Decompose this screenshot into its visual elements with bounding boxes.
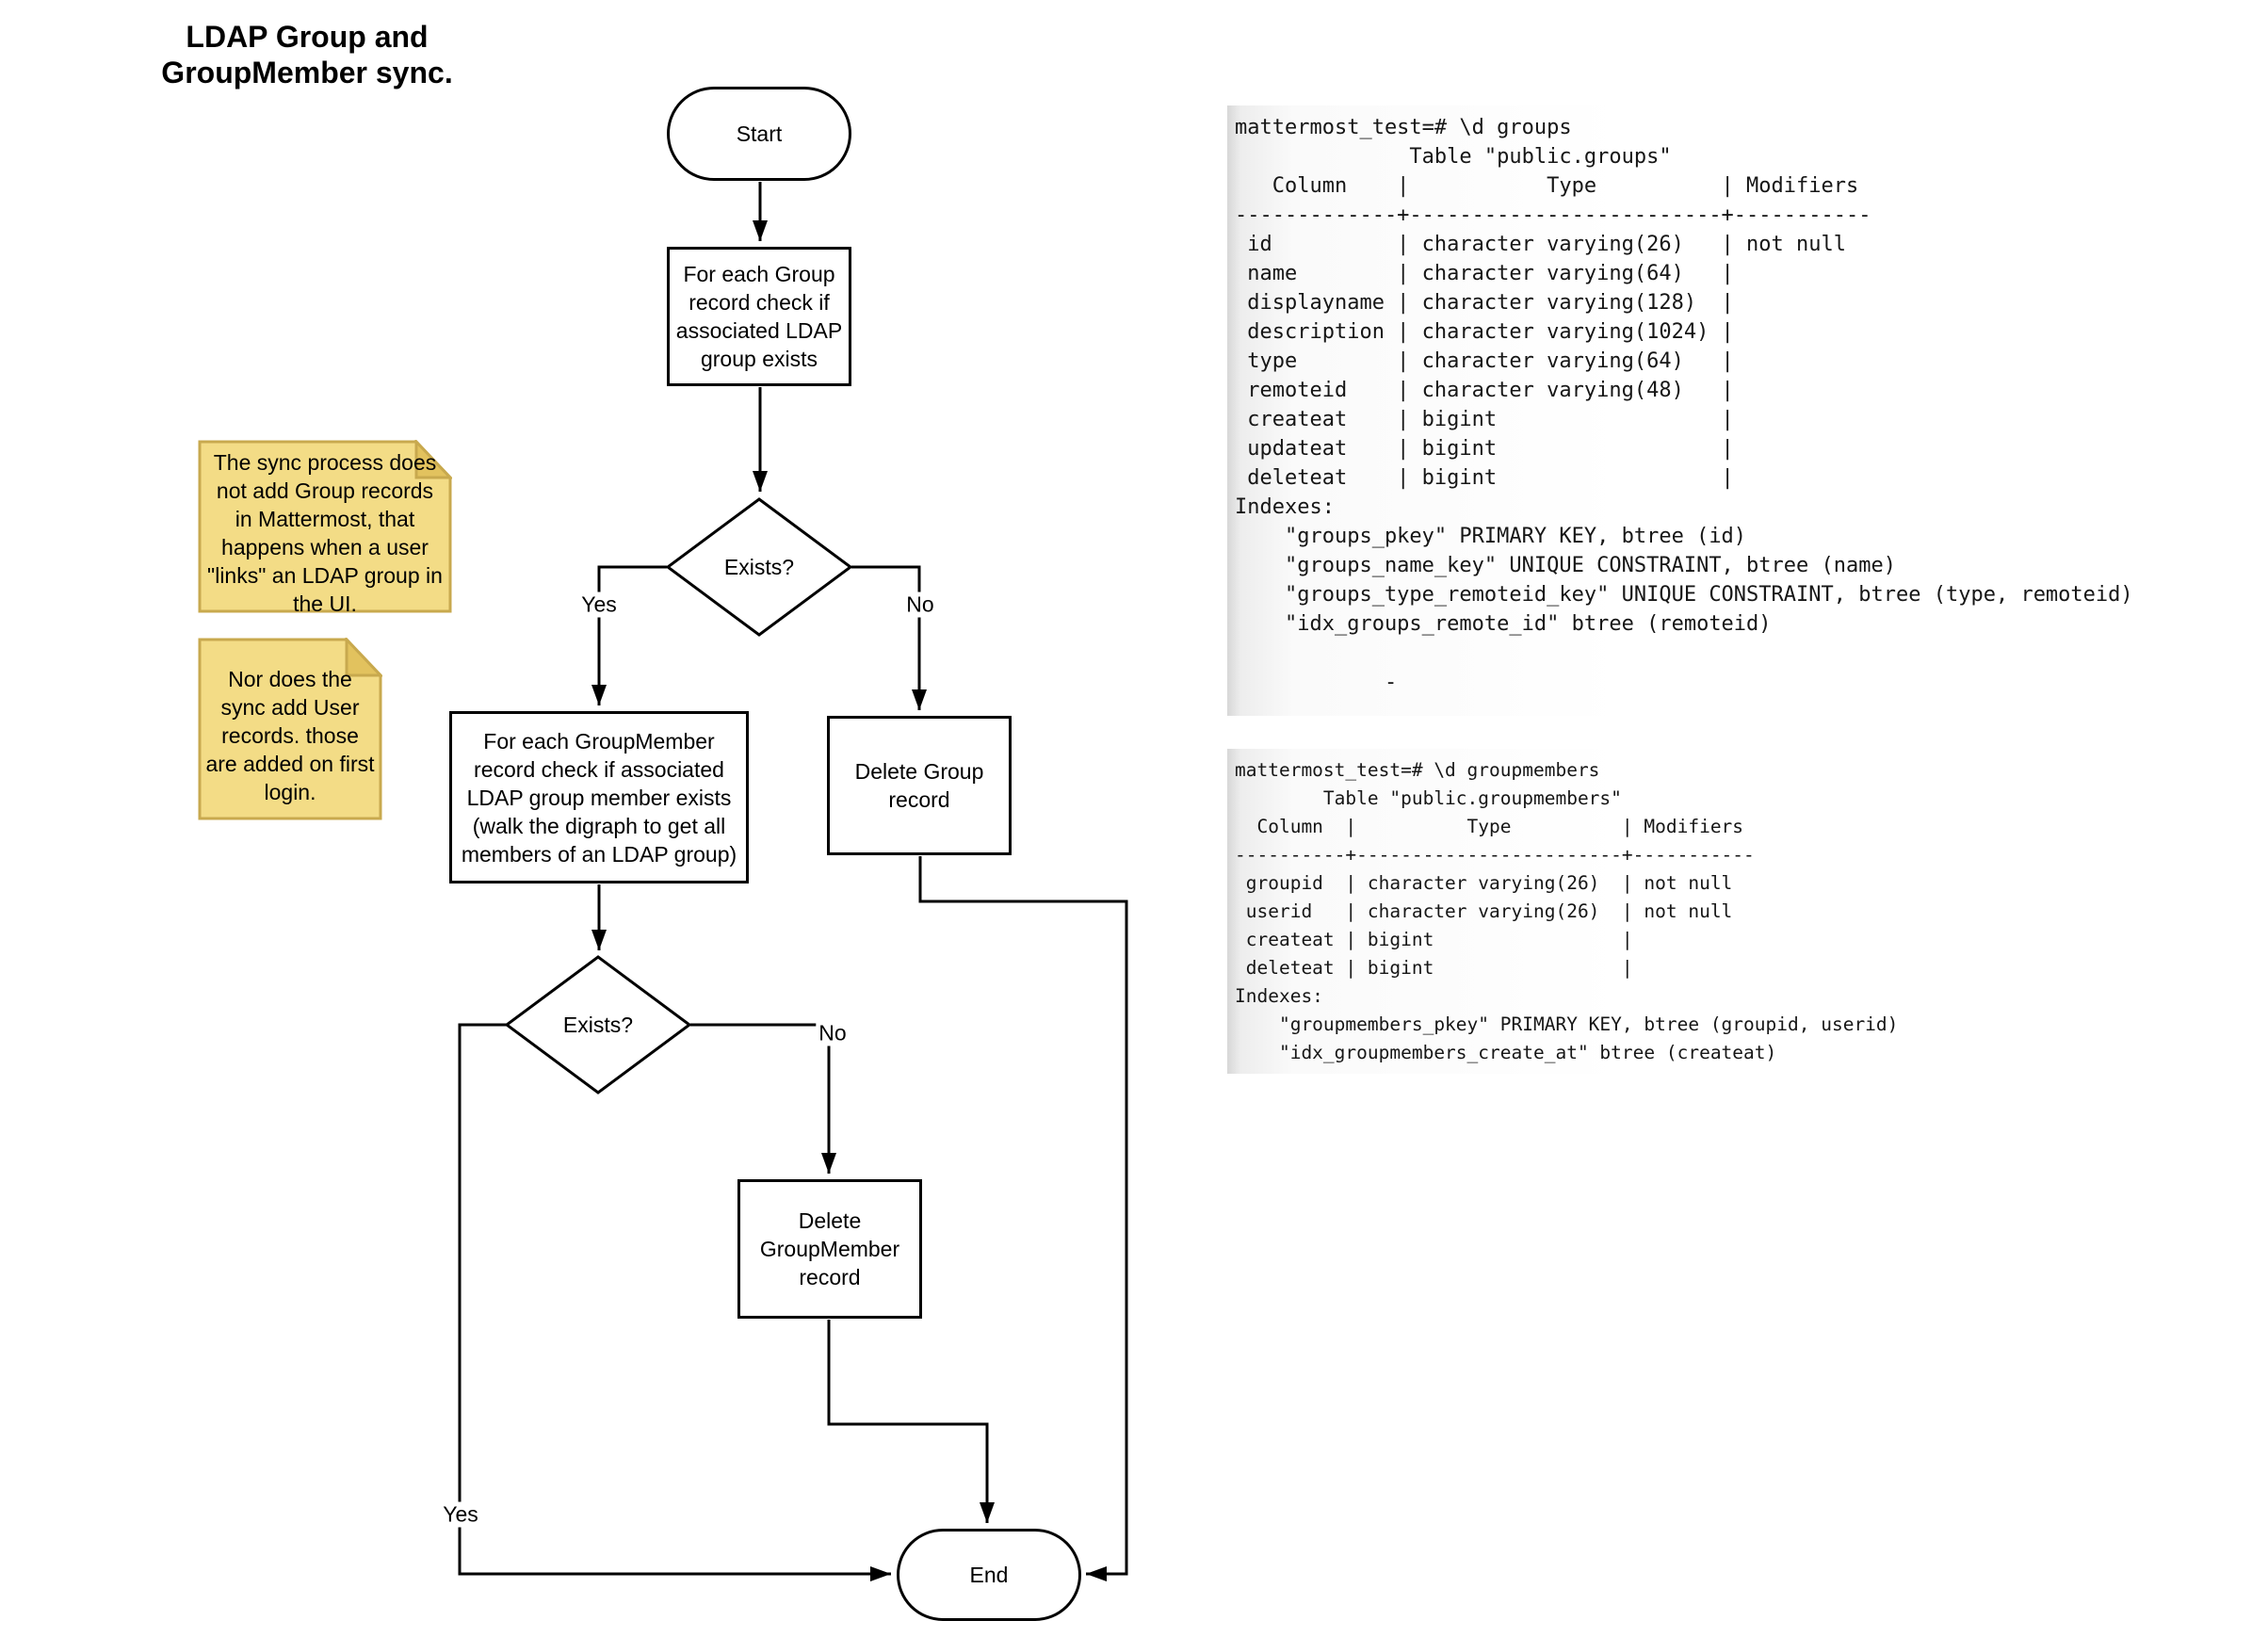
connector-decision2-no [690, 1023, 836, 1174]
decision-groupmember-exists: Exists? [504, 955, 692, 1094]
edge-label-yes-2: Yes [440, 1501, 481, 1528]
connector-decision2-yes-to-end [458, 1023, 891, 1581]
process-check-groupmember-label: For each GroupMember record check if ass… [461, 728, 737, 867]
connector-decision1-no [851, 565, 927, 710]
diamond-shape [665, 497, 853, 637]
decision-group-exists: Exists? [665, 497, 853, 637]
process-delete-group: Delete Group record [827, 716, 1012, 855]
edge-label-yes-1: Yes [578, 592, 620, 618]
end-node: End [897, 1529, 1081, 1621]
connector-delete-group-to-end [918, 856, 1128, 1581]
process-delete-groupmember-label: Delete GroupMember record [759, 1208, 900, 1289]
start-node-label: Start [736, 122, 783, 146]
decision-groupmember-exists-label: Exists? [562, 1012, 634, 1037]
terminal-groupmembers-table-output: mattermost_test=# \d groupmembers Table … [1227, 749, 2174, 1074]
process-delete-group-label: Delete Group record [854, 759, 984, 812]
sticky-note-user-records: Nor does the sync add User records. thos… [198, 636, 384, 820]
terminal-groups-table-output: mattermost_test=# \d groups Table "publi… [1227, 105, 2174, 716]
process-check-group: For each Group record check if associate… [667, 247, 851, 386]
connector-delete-groupmember-to-end [827, 1320, 995, 1523]
edge-label-no-1: No [903, 592, 937, 618]
decision-group-exists-label: Exists? [723, 554, 795, 579]
note-fold-icon [345, 636, 384, 677]
process-delete-groupmember: Delete GroupMember record [737, 1179, 922, 1319]
process-check-group-label: For each Group record check if associate… [675, 262, 843, 371]
diamond-shape [504, 955, 692, 1094]
connector-decision1-yes [591, 565, 667, 705]
sticky-note-group-records: The sync process does not add Group reco… [198, 438, 454, 616]
sticky-note-group-records-text: The sync process does not add Group reco… [207, 450, 443, 616]
note-fold-icon [414, 438, 454, 479]
sticky-note-user-records-text: Nor does the sync add User records. thos… [205, 667, 375, 804]
start-node: Start [667, 87, 851, 181]
page-title: LDAP Group and GroupMember sync. [161, 20, 453, 89]
end-node-label: End [969, 1563, 1009, 1587]
note-shape [198, 636, 384, 820]
process-check-groupmember: For each GroupMember record check if ass… [449, 711, 749, 883]
edge-label-no-2: No [816, 1020, 850, 1046]
note-shape [198, 438, 454, 613]
